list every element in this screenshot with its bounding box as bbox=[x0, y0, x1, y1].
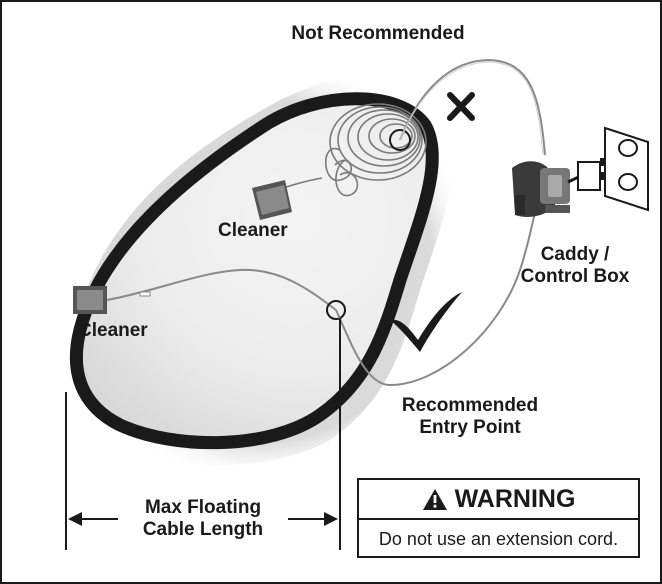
label-caddy-line1: Caddy / bbox=[540, 244, 610, 265]
warning-header: WARNING bbox=[359, 480, 638, 520]
cleaner-left-device bbox=[73, 286, 107, 314]
recommended-entry-marker bbox=[326, 300, 346, 320]
label-caddy: Caddy / Control Box bbox=[500, 244, 650, 288]
caddy-control-box bbox=[512, 161, 570, 217]
label-not-recommended: Not Recommended bbox=[291, 23, 465, 44]
label-entry-point: Recommended Entry Point bbox=[380, 395, 560, 439]
cable-floating bbox=[106, 268, 337, 311]
cleaner-top-device bbox=[252, 180, 292, 220]
warning-box: WARNING Do not use an extension cord. bbox=[357, 478, 640, 558]
label-max-line1: Max Floating bbox=[144, 497, 262, 518]
label-max-cable: Max Floating Cable Length bbox=[118, 497, 288, 541]
warning-message: Do not use an extension cord. bbox=[378, 528, 619, 549]
cable-recommended bbox=[335, 189, 541, 387]
warning-title: WARNING bbox=[454, 484, 576, 513]
dimension-lines bbox=[65, 318, 341, 550]
label-cleaner-top: Cleaner bbox=[218, 220, 288, 241]
label-caddy-line2: Control Box bbox=[520, 266, 630, 287]
x-mark-icon bbox=[447, 92, 475, 121]
tangled-cable-coil bbox=[269, 103, 427, 197]
label-cleaner-left: Cleaner bbox=[78, 320, 148, 341]
label-entry-line1: Recommended bbox=[401, 395, 539, 416]
label-max-line2: Cable Length bbox=[142, 519, 264, 540]
dimension-arrow-left bbox=[68, 512, 82, 526]
bad-entry-marker bbox=[389, 129, 411, 151]
dimension-arrow-right bbox=[324, 512, 338, 526]
wall-outlet bbox=[604, 126, 649, 212]
cable-not-recommended bbox=[399, 58, 546, 156]
warning-triangle-icon bbox=[422, 488, 447, 510]
checkmark-icon bbox=[390, 292, 462, 352]
label-entry-line2: Entry Point bbox=[419, 417, 521, 438]
